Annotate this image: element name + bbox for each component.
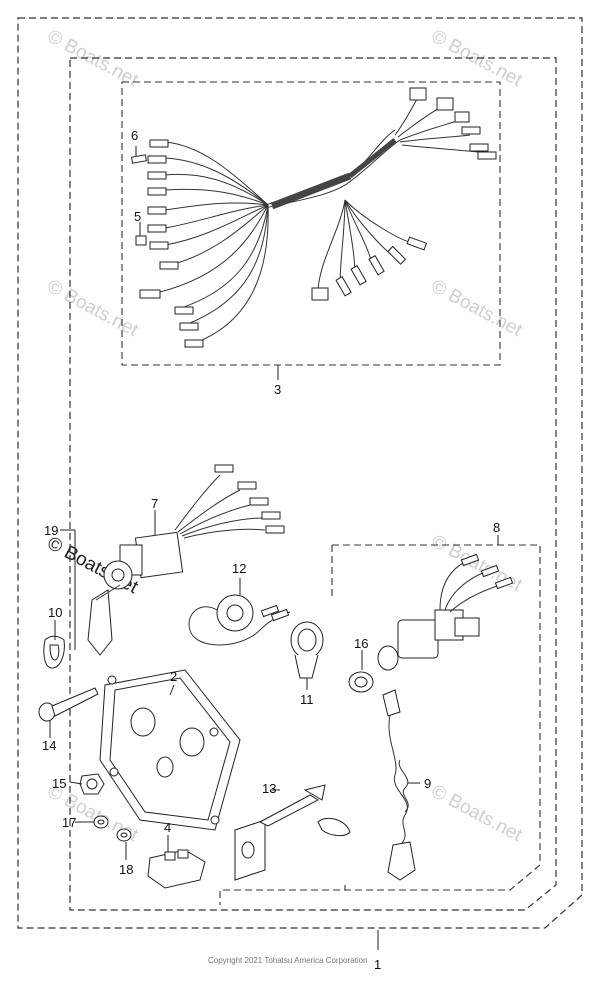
callout-16: 16 [354,636,368,651]
buzzer-part-12 [188,594,291,646]
callout-13: 13 [262,781,276,796]
screw-part-14 [38,687,99,722]
watermark: © Boats.net [44,276,142,342]
fasteners [79,773,132,842]
callouts: 1 2 3 4 5 6 7 8 9 10 11 12 13 14 15 16 1… [42,128,500,972]
callout-7: 7 [151,496,158,511]
callout-10: 10 [48,605,62,620]
leader-lines [49,146,499,950]
callout-15: 15 [52,776,66,791]
callout-1: 1 [374,957,381,972]
wiring-harness-part-3 [131,87,497,348]
callout-18: 18 [119,862,133,877]
clip-part-10 [43,635,65,669]
callout-4: 4 [164,820,171,835]
callout-12: 12 [232,561,246,576]
callout-8: 8 [493,520,500,535]
callout-5: 5 [134,209,141,224]
callout-2: 2 [170,669,177,684]
callout-11: 11 [300,692,314,707]
watermark: © Boats.net [428,276,526,342]
callout-17: 17 [62,815,76,830]
assembly-outline [17,17,583,929]
watermark: © Boats.net [428,531,526,597]
callout-19: 19 [44,523,58,538]
callout-3: 3 [274,382,281,397]
connector-part-4 [147,849,206,889]
callout-14: 14 [42,738,56,753]
callout-6: 6 [131,128,138,143]
copyright-text: Copyright 2021 Tohatsu America Corporati… [208,956,368,965]
ignition-switch-part-7 [87,464,285,656]
callout-9: 9 [424,776,431,791]
bracket-part-13 [234,784,351,881]
gasket-part-2 [99,669,241,831]
stop-switch-part-8 [348,553,514,881]
clamp-part-11 [290,621,324,679]
watermark: © Boats.net [428,781,526,847]
